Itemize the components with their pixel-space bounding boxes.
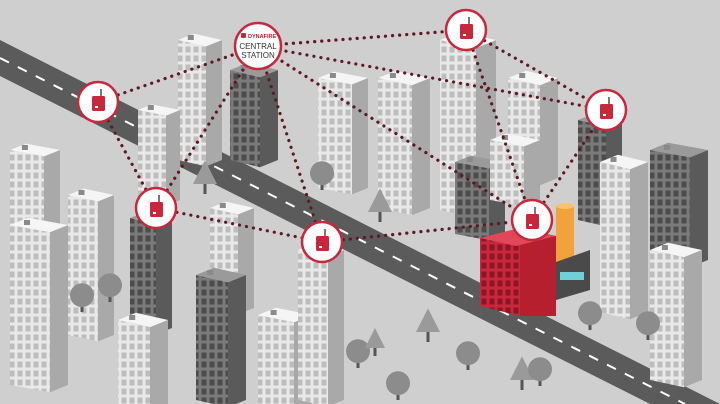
radio-link — [154, 206, 324, 244]
radio-transmitter-icon — [460, 17, 473, 39]
radio-transmitter-icon — [92, 89, 105, 111]
svg-text:DYNAFIRE: DYNAFIRE — [248, 34, 276, 40]
radio-transmitter-icon — [526, 207, 539, 229]
building-14 — [378, 70, 430, 216]
radio-link — [256, 44, 608, 112]
radio-link — [530, 108, 608, 222]
radio-transmitter-icon — [316, 229, 329, 251]
building-12 — [298, 243, 344, 404]
tree-icon — [193, 160, 217, 194]
building-6 — [68, 188, 114, 342]
building-1 — [178, 33, 222, 167]
factory — [480, 203, 590, 316]
building-18 — [490, 133, 540, 207]
trees — [70, 160, 660, 400]
tree-icon — [416, 308, 440, 342]
radio-link — [256, 28, 468, 48]
radio-link — [256, 44, 324, 244]
brand-prefix: DYNA — [248, 34, 264, 40]
radio-transmitter-icon — [150, 195, 163, 217]
tree-icon — [310, 161, 334, 190]
dynafire-logo-icon — [241, 33, 246, 38]
building-11 — [118, 312, 168, 404]
radio-transmitter-icon — [600, 97, 613, 119]
transmitter-node-6 — [510, 198, 554, 242]
tree-icon — [98, 273, 122, 302]
building-9 — [196, 267, 246, 404]
tree-icon — [636, 311, 660, 340]
transmitter-nodes — [76, 8, 628, 264]
tree-icon — [386, 371, 410, 400]
building-5 — [10, 217, 68, 393]
transmitter-node-5 — [300, 220, 344, 264]
transmitter-node-2 — [444, 8, 488, 52]
tree-icon — [368, 188, 392, 222]
building-3 — [138, 104, 180, 206]
brand-suffix: FIRE — [264, 34, 277, 40]
factory-front — [480, 228, 520, 316]
tree-icon — [578, 301, 602, 330]
radio-link — [464, 28, 608, 112]
tree-icon — [510, 356, 534, 390]
tree-icon — [365, 328, 385, 356]
radio-links — [96, 28, 608, 244]
central-station-node: DYNAFIRE CENTRAL STATION — [233, 21, 283, 71]
tree-icon — [346, 339, 370, 368]
transmitter-node-1 — [76, 80, 120, 124]
tree-icon — [70, 283, 94, 312]
radio-link — [256, 44, 534, 222]
tree-icon — [456, 341, 480, 370]
building-2 — [230, 62, 278, 168]
central-station-line2: STATION — [241, 51, 275, 60]
transmitter-node-4 — [134, 186, 178, 230]
central-station-line1: CENTRAL — [239, 42, 277, 51]
transmitter-node-3 — [584, 88, 628, 132]
building-20 — [600, 154, 648, 320]
tree-icon — [528, 357, 552, 386]
radio-link — [464, 28, 534, 222]
radio-link — [96, 44, 260, 104]
radio-link — [320, 218, 534, 244]
building-21 — [650, 142, 708, 268]
building-22 — [650, 242, 702, 388]
factory-side — [520, 228, 556, 316]
